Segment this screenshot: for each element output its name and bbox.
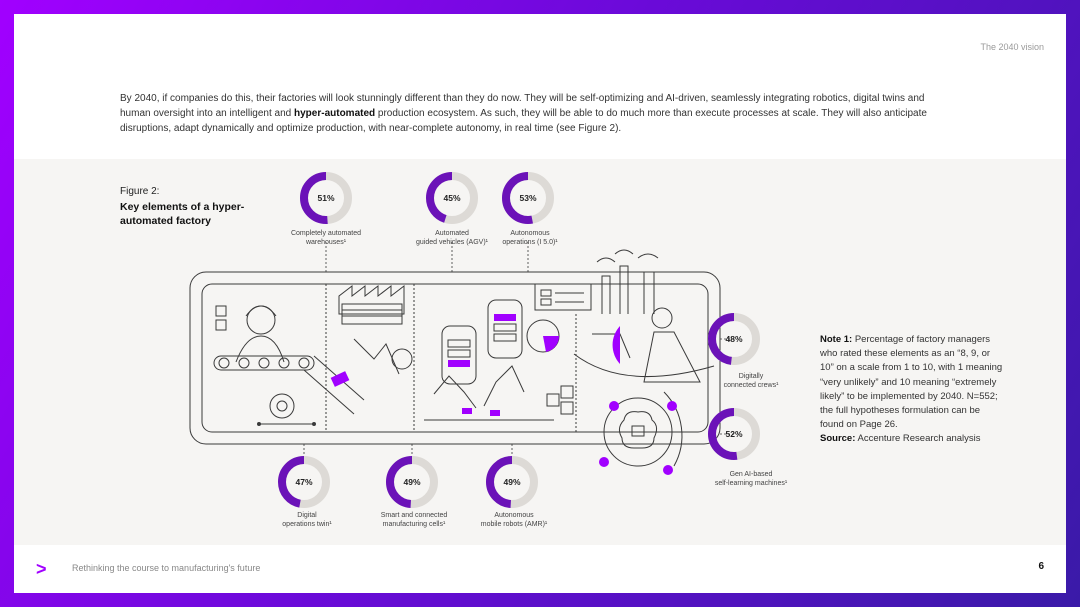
worker-body-icon [235,335,285,363]
node-dot [667,401,677,411]
tablet-display-icon [612,326,620,364]
factory-illustration: 51% 45% 53% 48% 52% 47% 49% 49% [189,172,760,508]
donut-value-label: 52% [725,429,742,439]
donut-5: 52% [708,408,760,460]
donut-1: 51% [300,172,352,224]
report-page: The 2040 vision By 2040, if companies do… [14,14,1066,593]
part-icon [462,408,472,414]
robot-arm-icon [433,375,477,409]
donut-8: 49% [486,456,538,508]
figure-title: Key elements of a hyper-automated factor… [120,201,245,227]
donut-charts: 51% 45% 53% 48% 52% 47% 49% 49% [278,172,760,508]
donut-value-arc [278,456,330,508]
donut-value-arc [708,313,760,365]
intro-paragraph: By 2040, if companies do this, their fac… [120,91,940,136]
wifi-signal-icon [637,253,659,259]
donut-value-label: 53% [519,193,536,203]
connection-dots [599,401,677,475]
tower-icon [643,271,655,314]
tower-icon [601,275,611,314]
conveyor-belt-icon [213,355,315,371]
crew-member-body-icon [643,331,701,383]
robot-arm-icon [483,365,525,407]
donut-3: 53% [502,172,554,224]
cube-icon [560,401,574,415]
server-rack-icon [341,303,403,325]
agv-vehicle-icon [487,299,523,359]
donut-value-label: 48% [725,334,742,344]
tower-icon [619,265,629,314]
gear-icon [391,348,413,370]
agv-vehicle-icon [441,325,477,385]
connection-arc [573,353,715,378]
donut-6: 47% [278,456,330,508]
donut-4: 48% [708,313,760,365]
section-label: The 2040 vision [980,42,1044,52]
donut-value-label: 45% [443,193,460,203]
factory-roof-icon [338,284,405,315]
donut-value-arc [708,408,760,460]
cube-icon [546,393,560,407]
cube-icon [560,385,574,399]
wifi-signal-icon [614,249,634,255]
ai-circle [603,397,673,467]
donut-value-label: 49% [403,477,420,487]
donut-value-label: 51% [317,193,334,203]
factory-inner-outline [201,283,709,433]
wifi-signal-icon [596,257,616,263]
conveyor-slope-icon [303,369,355,415]
footer-title: Rethinking the course to manufacturing's… [72,563,261,573]
donut-value-arc [426,172,478,224]
chip-icon [631,425,645,437]
node-dot [663,465,673,475]
figure-note: Note 1: Percentage of factory managers w… [820,334,1003,445]
donut-value-arc [300,172,352,224]
node-dot [599,457,609,467]
page-number: 6 [1038,561,1044,572]
donut-value-label: 47% [295,477,312,487]
intro-text-2: production ecosystem. As such, they will… [120,108,927,134]
donut-value-arc [486,456,538,508]
figure-label: Figure 2: [120,186,160,197]
donut-value-arc [386,456,438,508]
ai-brain-icon [618,411,658,449]
donut-7: 49% [386,456,438,508]
crew-member-head-icon [651,307,673,329]
factory-outline [189,271,721,445]
intro-text-1: By 2040, if companies do this, their fac… [120,93,925,119]
accenture-logo-icon: > [36,559,47,579]
donut-value-label: 49% [503,477,520,487]
donut-2: 45% [426,172,478,224]
gear-icon [269,393,295,419]
intro-bold: hyper-automated [294,108,376,119]
node-dot [609,401,619,411]
donut-value-arc [502,172,554,224]
part-icon [490,410,500,416]
package-icon [330,371,350,387]
dashboard-screen-icon [534,283,592,311]
checkbox-icon [215,305,227,317]
checkbox-icon [215,319,227,331]
hard-hat-icon [245,305,277,317]
